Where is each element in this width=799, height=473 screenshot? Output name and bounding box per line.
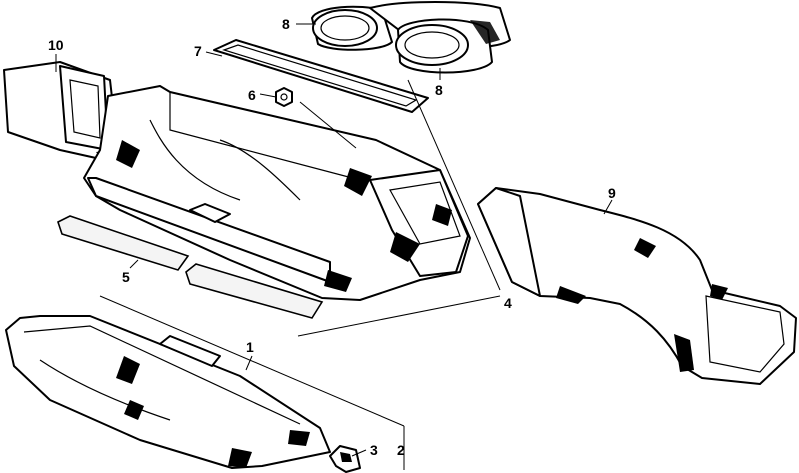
leader-lines bbox=[55, 23, 613, 470]
part-3-clip bbox=[329, 445, 361, 473]
part-7-gasket bbox=[213, 39, 429, 113]
part-8-air-nozzles bbox=[311, 1, 511, 74]
callout-6: 6 bbox=[248, 87, 256, 103]
callout-9: 9 bbox=[608, 185, 616, 201]
part-5-foam-strips bbox=[57, 215, 324, 319]
callout-7: 7 bbox=[194, 43, 202, 59]
part-6-nut bbox=[275, 87, 293, 107]
callout-10: 10 bbox=[48, 37, 64, 53]
callout-8-top: 8 bbox=[282, 16, 290, 32]
callout-4: 4 bbox=[504, 295, 512, 311]
part-1-lower-panel bbox=[5, 315, 331, 469]
callout-3: 3 bbox=[370, 442, 378, 458]
part-9-air-duct bbox=[477, 187, 797, 385]
part-4-main-housing bbox=[83, 85, 471, 301]
callout-labels: 10 7 8 8 6 9 5 4 1 3 2 bbox=[48, 16, 616, 458]
callout-5: 5 bbox=[122, 269, 130, 285]
callout-8-bottom: 8 bbox=[435, 82, 443, 98]
callout-2: 2 bbox=[397, 442, 405, 458]
callout-1: 1 bbox=[246, 339, 254, 355]
